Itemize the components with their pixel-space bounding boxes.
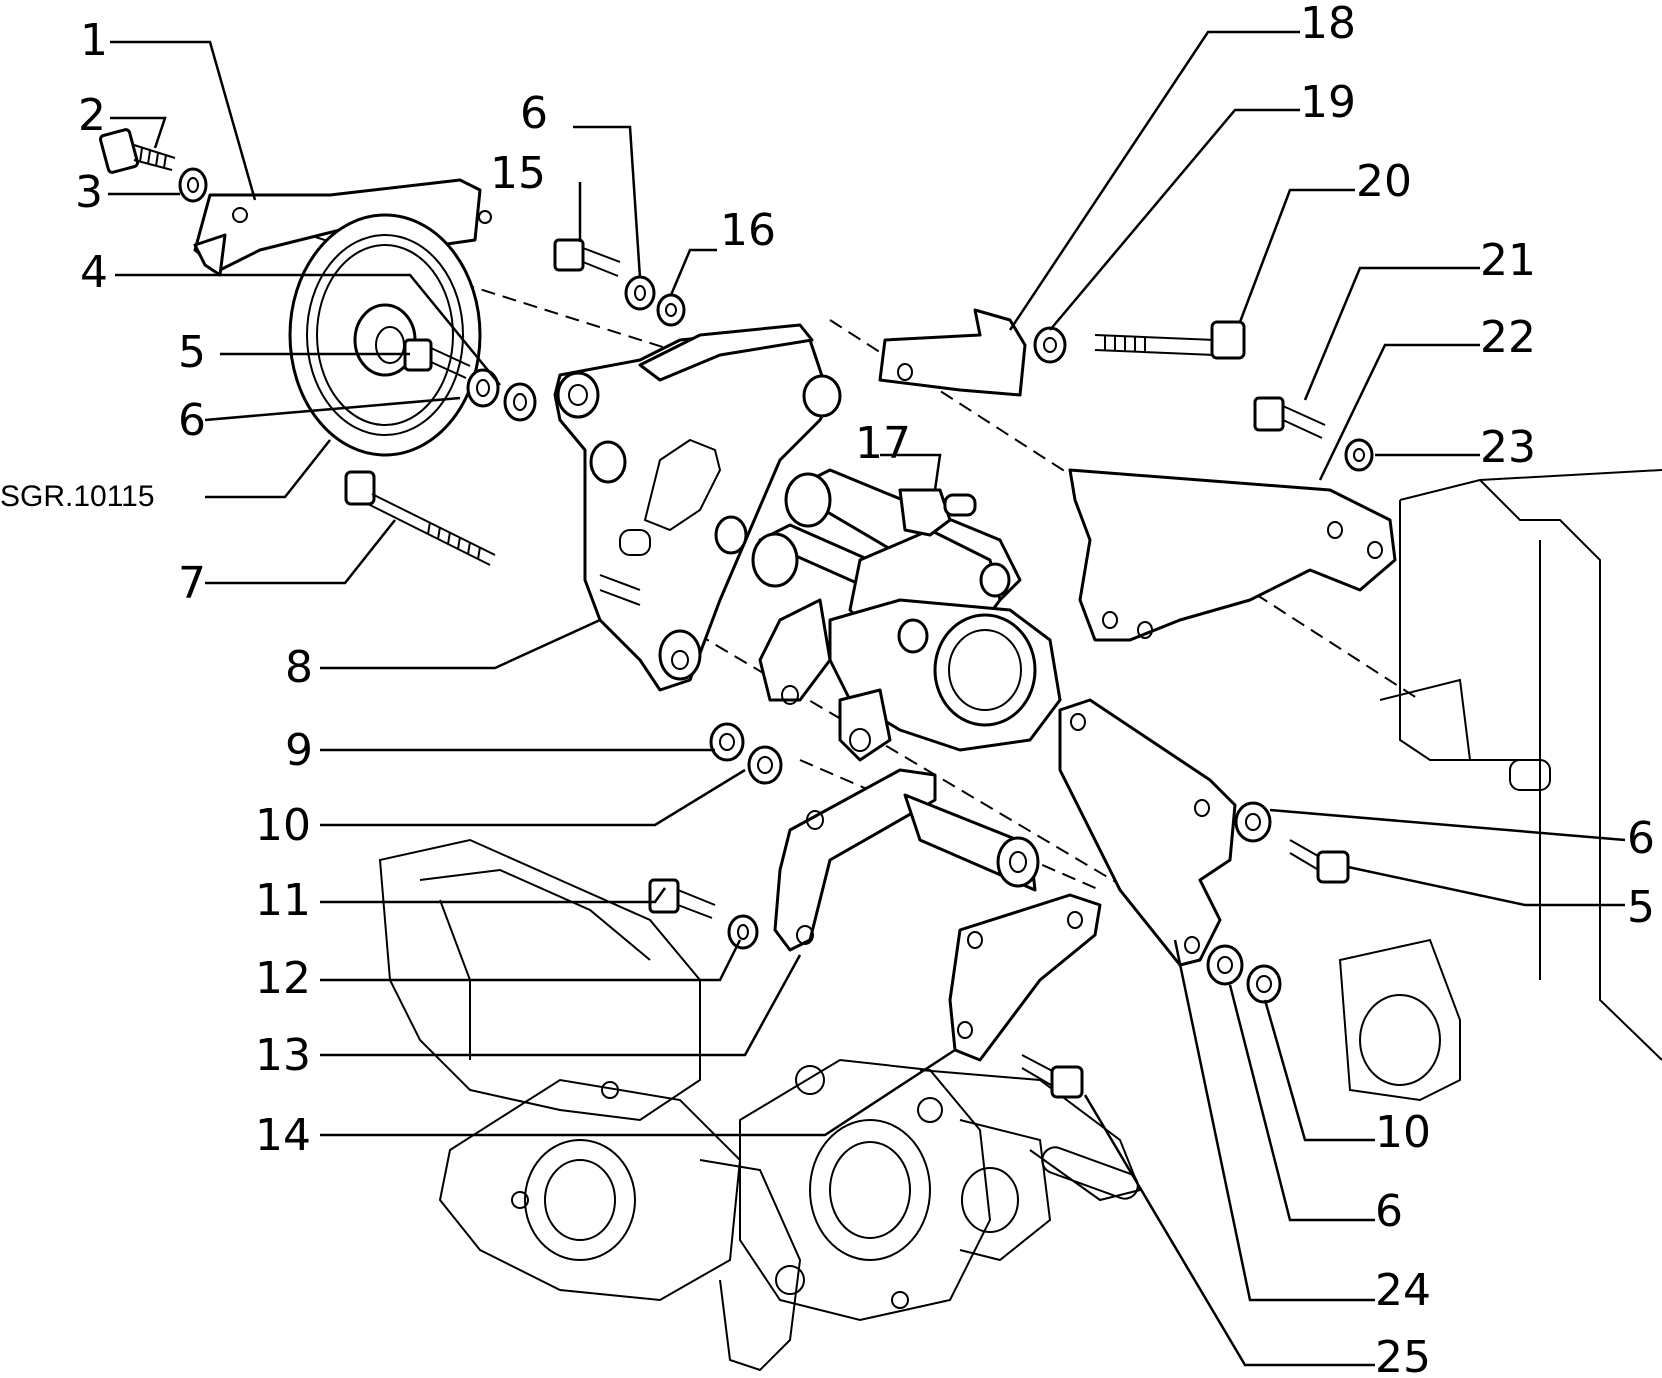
callout-11: 11 bbox=[255, 875, 311, 926]
part-pulley bbox=[288, 213, 482, 457]
part-main-bracket-plate bbox=[553, 323, 842, 692]
leader-lines bbox=[108, 30, 1626, 1367]
callout-5-left: 5 bbox=[178, 327, 206, 378]
callout-20: 20 bbox=[1356, 156, 1412, 207]
part-washer-6-right-bottom bbox=[1206, 944, 1244, 986]
callout-4: 4 bbox=[80, 247, 108, 298]
callout-5-right: 5 bbox=[1627, 882, 1655, 933]
part-bracket-14 bbox=[948, 893, 1102, 1062]
part-bolt-15 bbox=[553, 238, 621, 277]
callout-24: 24 bbox=[1375, 1265, 1431, 1316]
callout-16: 16 bbox=[720, 205, 776, 256]
callout-15: 15 bbox=[490, 148, 546, 199]
reference-code: SGR.10115 bbox=[0, 480, 155, 513]
callout-22: 22 bbox=[1480, 312, 1536, 363]
callout-2: 2 bbox=[78, 90, 106, 141]
part-washer-12 bbox=[727, 914, 759, 950]
callout-6-right-top: 6 bbox=[1627, 813, 1655, 864]
callout-18: 18 bbox=[1300, 0, 1356, 49]
callout-14: 14 bbox=[255, 1110, 311, 1161]
callout-13: 13 bbox=[255, 1030, 311, 1081]
part-bracket-24 bbox=[1058, 698, 1237, 967]
part-long-bolt-7 bbox=[344, 470, 496, 566]
part-bolt-25 bbox=[1021, 1054, 1084, 1099]
part-nut-9 bbox=[709, 722, 745, 762]
part-lower-bracket-13 bbox=[773, 768, 1040, 952]
part-bolt-21 bbox=[1253, 396, 1326, 439]
callout-19: 19 bbox=[1300, 77, 1356, 128]
callout-10-right: 10 bbox=[1375, 1107, 1431, 1158]
part-washer-3 bbox=[178, 167, 208, 203]
callout-9: 9 bbox=[285, 725, 313, 776]
part-nut-19 bbox=[1033, 326, 1067, 364]
callout-8: 8 bbox=[285, 642, 313, 693]
part-bracket-18 bbox=[878, 308, 1027, 397]
callout-6-right-bottom: 6 bbox=[1375, 1186, 1403, 1237]
callout-10-left: 10 bbox=[255, 800, 311, 851]
callout-25: 25 bbox=[1375, 1332, 1431, 1378]
callout-17: 17 bbox=[855, 418, 911, 469]
part-bolt-11 bbox=[648, 878, 716, 919]
part-long-bolt-20 bbox=[1094, 320, 1246, 360]
part-washer-6-top bbox=[624, 275, 656, 311]
callout-12: 12 bbox=[255, 953, 311, 1004]
callout-3: 3 bbox=[75, 167, 103, 218]
part-washer-23 bbox=[1344, 438, 1374, 472]
callout-23: 23 bbox=[1480, 422, 1536, 473]
part-nut-10-left bbox=[747, 745, 783, 785]
callout-6-top: 6 bbox=[520, 88, 548, 139]
callout-6-left: 6 bbox=[178, 395, 206, 446]
callout-7: 7 bbox=[178, 558, 206, 609]
part-nut-16 bbox=[656, 293, 686, 327]
part-nut-10-right bbox=[1246, 964, 1282, 1004]
callout-21: 21 bbox=[1480, 235, 1536, 286]
part-washer-6-left bbox=[466, 368, 500, 408]
part-bolt-5-left bbox=[403, 338, 471, 379]
part-bracket-22 bbox=[1068, 468, 1397, 642]
part-housing-17 bbox=[751, 468, 1062, 762]
part-washer-4 bbox=[503, 382, 537, 422]
part-washer-6-right-top bbox=[1234, 801, 1272, 843]
part-bolt-5-right bbox=[1289, 839, 1350, 884]
callout-1: 1 bbox=[80, 15, 108, 66]
part-bolt-2 bbox=[98, 128, 176, 174]
